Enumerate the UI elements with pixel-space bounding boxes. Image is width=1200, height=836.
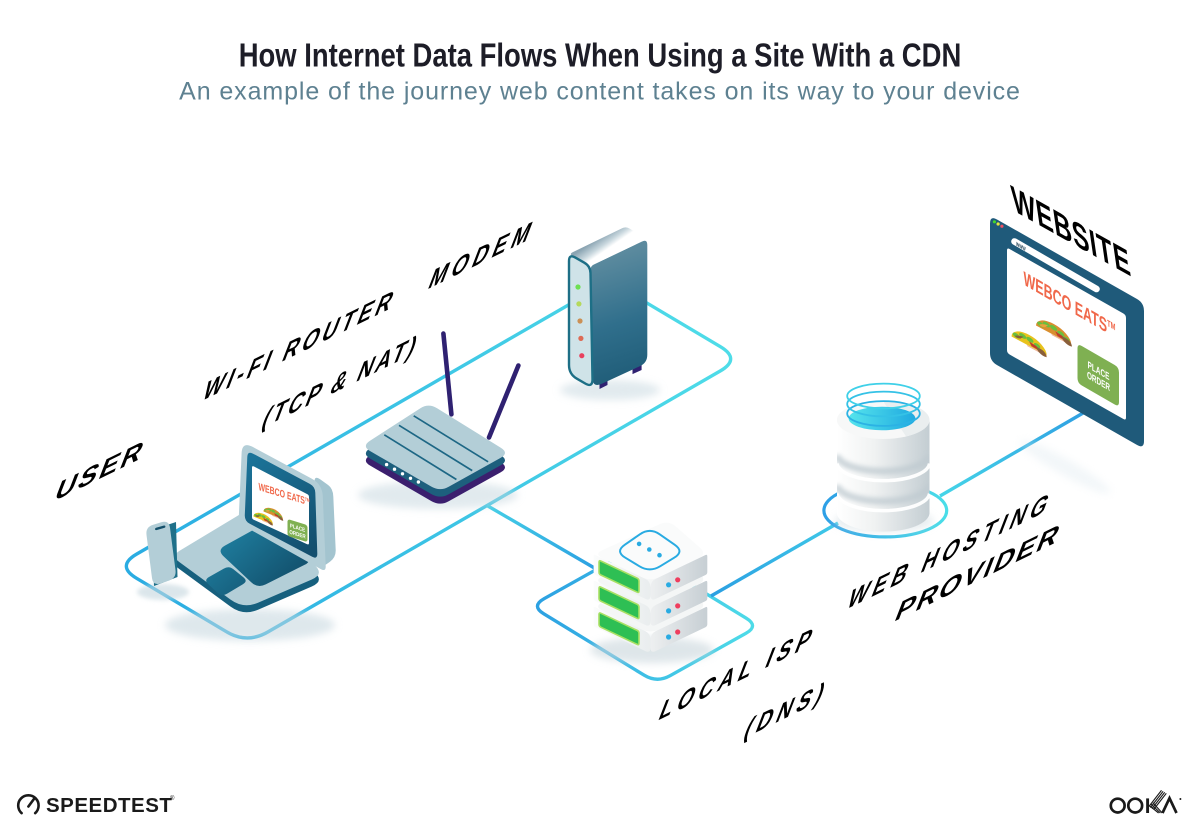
svg-text:An example of the journey web: An example of the journey web content ta…: [179, 78, 1021, 106]
svg-text:®: ®: [170, 795, 175, 802]
svg-text:MODEM: MODEM: [424, 212, 541, 296]
svg-text:ORDER: ORDER: [289, 529, 305, 541]
svg-text:(DNS): (DNS): [740, 673, 835, 746]
svg-text:How Internet Data Flows When U: How Internet Data Flows When Using a Sit…: [239, 38, 962, 74]
svg-text:USER: USER: [50, 432, 151, 508]
svg-text:SPEEDTEST: SPEEDTEST: [46, 794, 172, 817]
svg-text:PLACE: PLACE: [290, 523, 306, 534]
svg-text:WWW: WWW: [1016, 241, 1026, 254]
